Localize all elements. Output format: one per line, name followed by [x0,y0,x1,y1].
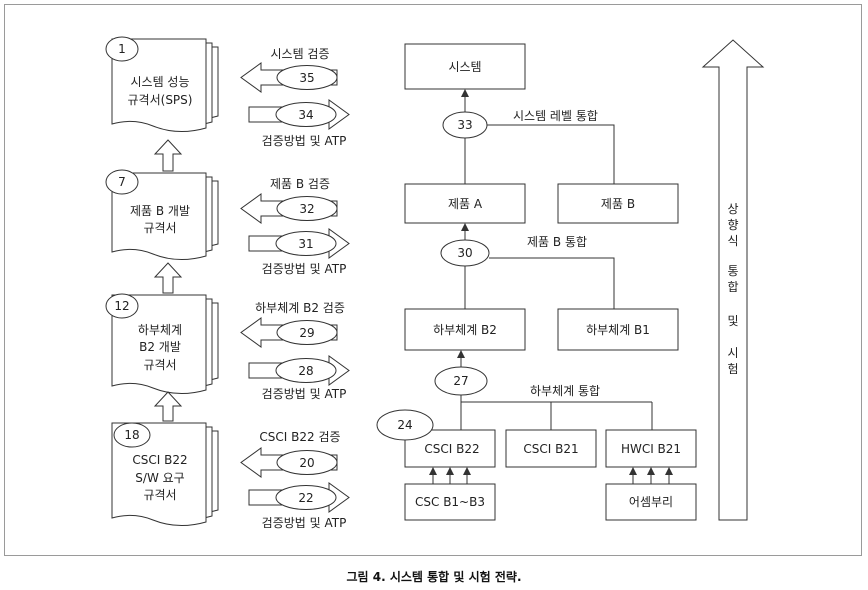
doc-title-18-line3: 규격서 [143,488,176,502]
arrow-group-4-right-num: 22 [298,491,313,505]
document-sps [105,36,219,132]
doc-title-18-line2: S/W 요구 [135,471,184,485]
arrow-group-1-top-label: 시스템 검증 [270,47,329,61]
junction-24 [376,409,434,441]
side-char-6: 및 [727,314,738,328]
arrow-group-1-left-num: 35 [299,71,314,85]
node-csc [404,483,496,521]
node-subsystem-b1 [557,308,679,351]
side-char-1: 상 [727,202,738,216]
bottom-up-arrow [701,39,765,521]
node-product-b-label: 제품 B [601,197,635,211]
document-product-b-spec [105,169,219,260]
label-system-integration: 시스템 레벨 통합 [513,109,598,123]
label-product-b-integration: 제품 B 통합 [527,235,587,249]
node-hwci-b21-label: HWCI B21 [621,442,681,456]
arrow-pair-csci-b22 [240,447,350,513]
figure-caption: 그림 4. 시스템 통합 및 시험 전략. [346,570,522,584]
arrow-group-4-top-label: CSCI B22 검증 [259,430,340,444]
side-char-7: 시 [727,346,738,360]
arrow-group-2-right-num: 31 [298,237,313,251]
node-assembly [605,483,697,521]
figure-frame [4,4,862,556]
side-char-4: 통 [727,264,738,278]
node-csci-b22-label: CSCI B22 [424,442,479,456]
side-char-5: 합 [727,280,738,294]
side-char-3: 식 [727,234,738,248]
node-csci-b21-label: CSCI B21 [523,442,578,456]
node-subsystem-b2 [404,308,526,351]
arrow-group-2-bottom-label: 검증방법 및 ATP [262,262,347,276]
arrow-group-1-bottom-label: 검증방법 및 ATP [262,134,347,148]
doc-title-12-line1: 하부체계 [138,323,182,337]
doc-number-1: 1 [118,42,126,56]
node-csc-label: CSC B1~B3 [415,495,485,509]
node-subsystem-b2-label: 하부체계 B2 [433,323,497,337]
block-up-arrow-3 [153,391,183,422]
doc-number-12: 12 [114,299,129,313]
doc-title-7-line1: 제품 B 개발 [130,204,190,218]
label-subsystem-integration: 하부체계 통합 [530,384,600,398]
arrow-group-3-bottom-label: 검증방법 및 ATP [262,387,347,401]
block-up-arrow-1 [153,139,183,172]
arrow-group-3-right-num: 28 [298,364,313,378]
node-product-a-label: 제품 A [448,197,483,211]
node-system [404,43,526,90]
doc-title-1-line2: 규격서(SPS) [128,93,193,107]
node-assembly-label: 어셈부리 [629,495,673,509]
arrow-group-3-left-num: 29 [299,326,314,340]
node-csci-b21 [505,429,597,468]
junction-27-num: 27 [453,374,468,388]
arrow-pair-product-b [240,193,350,259]
arrow-group-4-bottom-label: 검증방법 및 ATP [262,516,347,530]
doc-number-18: 18 [124,428,139,442]
arrow-group-4-left-num: 20 [299,456,314,470]
doc-title-7-line2: 규격서 [143,221,176,235]
arrow-group-2-left-num: 32 [299,202,314,216]
doc-title-12-line2: B2 개발 [139,340,181,354]
arrow-pair-system [240,62,350,130]
arrow-group-2-top-label: 제품 B 검증 [270,177,330,191]
junction-24-num: 24 [397,418,412,432]
arrow-group-1-right-num: 34 [298,108,313,122]
node-hwci-b21 [605,429,697,468]
doc-title-18-line1: CSCI B22 [132,453,187,467]
node-product-a [404,183,526,224]
document-subsystem-b2-spec [105,293,219,394]
side-char-2: 향 [727,218,738,232]
block-up-arrow-2 [153,262,183,294]
arrow-pair-subsystem-b2 [240,317,350,386]
junction-30-num: 30 [457,246,472,260]
node-system-label: 시스템 [448,60,481,74]
side-char-8: 험 [727,362,738,376]
doc-title-12-line3: 규격서 [143,358,176,372]
doc-number-7: 7 [118,175,126,189]
doc-title-1-line1: 시스템 성능 [130,75,189,89]
node-subsystem-b1-label: 하부체계 B1 [586,323,650,337]
document-csci-b22-spec [111,422,219,526]
arrow-group-3-top-label: 하부체계 B2 검증 [255,301,345,315]
junction-33-num: 33 [457,118,472,132]
node-product-b [557,183,679,224]
